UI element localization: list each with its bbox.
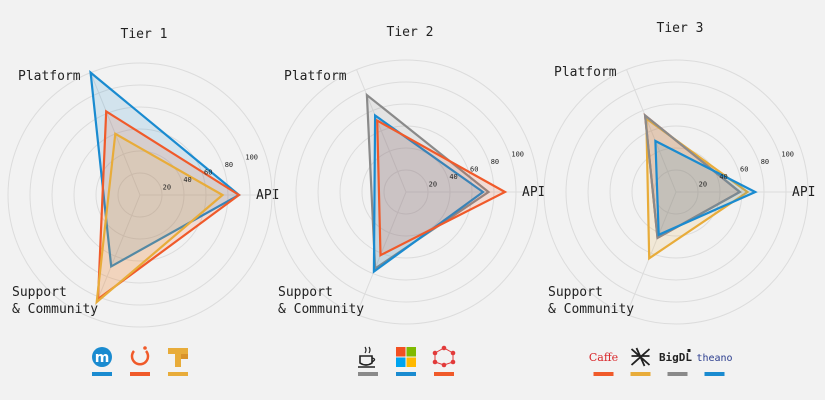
bigdl-logo-icon: BigDL: [659, 349, 692, 364]
tick-label: 20: [429, 180, 437, 188]
tick-label: 100: [781, 150, 794, 158]
legend-color-bar: [396, 372, 416, 376]
tick-label: 40: [183, 176, 191, 184]
theano-label: theano: [696, 353, 732, 364]
series-polygon-m-logo[interactable]: [89, 70, 241, 269]
legend-color-bar: [630, 372, 651, 376]
legend-item-bigdl-logo[interactable]: BigDL: [659, 349, 692, 376]
axis-label-api: API: [522, 185, 545, 200]
chart-title: Tier 2: [387, 25, 434, 40]
legend-color-bar: [358, 372, 378, 376]
legend-color-bar: [92, 372, 112, 376]
legend-color-bar: [434, 372, 454, 376]
m-logo-icon: m: [92, 347, 112, 367]
tick-label: 60: [740, 165, 748, 173]
legend-color-bar: [168, 372, 188, 376]
caffe-label: Caffe: [589, 351, 618, 364]
tick-label: 80: [491, 158, 499, 166]
legend-item-cup-logo[interactable]: [358, 346, 378, 376]
tick-label: 20: [699, 180, 707, 188]
axis-label-support: Support& Community: [548, 285, 634, 317]
legend-item-caffe-logo[interactable]: Caffe: [589, 351, 618, 376]
series-polygon-t-logo[interactable]: [95, 132, 225, 305]
series-polygon-network-logo[interactable]: [376, 118, 508, 257]
series-polygon-bigdl-logo[interactable]: [643, 112, 742, 240]
legend-color-bar: [130, 372, 150, 376]
axis-label-platform: Platform: [554, 65, 617, 80]
spoke-line: [626, 191, 677, 315]
network-logo-icon: [432, 345, 456, 368]
axis-label-platform: Platform: [284, 69, 347, 84]
svg-text:m: m: [95, 350, 110, 366]
legend-item-t-logo[interactable]: [168, 348, 188, 376]
cup-logo-icon: [358, 346, 376, 368]
theano-logo-icon: theano: [696, 353, 732, 364]
bigdl-label: BigDL: [659, 351, 692, 364]
tick-label: 60: [204, 168, 212, 176]
legend-color-bar: [593, 372, 614, 376]
legend-item-windows-logo[interactable]: [396, 347, 416, 376]
legend-item-chainer-logo[interactable]: [630, 347, 651, 376]
spoke-line: [356, 69, 407, 193]
tick-label: 80: [761, 158, 769, 166]
legend-item-theano-logo[interactable]: theano: [696, 353, 733, 376]
legend-item-ring-logo[interactable]: [130, 346, 150, 376]
axis-label-support: Support& Community: [278, 285, 364, 317]
tick-label: 60: [470, 165, 478, 173]
legend-item-m-logo[interactable]: m: [92, 347, 112, 376]
tick-label: 100: [245, 153, 258, 161]
tick-label: 100: [511, 150, 524, 158]
chart-title: Tier 1: [121, 27, 168, 42]
legend-color-bar: [704, 372, 725, 376]
caffe-logo-icon: Caffe: [589, 351, 618, 364]
series-polygon-theano-logo[interactable]: [654, 139, 758, 237]
series-polygon-ring-logo[interactable]: [96, 109, 241, 302]
spoke-line: [626, 69, 677, 193]
axis-label-api: API: [792, 185, 815, 200]
tick-label: 20: [163, 183, 171, 191]
ring-logo-icon: [130, 346, 150, 366]
legend-color-bar: [667, 372, 688, 376]
axis-label-api: API: [256, 188, 279, 203]
windows-logo-icon: [396, 347, 416, 367]
axis-label-platform: Platform: [18, 69, 81, 84]
chart-title: Tier 3: [657, 21, 704, 36]
legend-item-network-logo[interactable]: [432, 345, 456, 376]
tick-label: 40: [719, 173, 727, 181]
chainer-logo-icon: [630, 347, 651, 367]
tick-label: 40: [449, 173, 457, 181]
axis-label-support: Support& Community: [12, 285, 98, 317]
tick-label: 80: [225, 161, 233, 169]
series-polygon-chainer-logo[interactable]: [645, 116, 750, 261]
t-logo-icon: [168, 348, 188, 367]
